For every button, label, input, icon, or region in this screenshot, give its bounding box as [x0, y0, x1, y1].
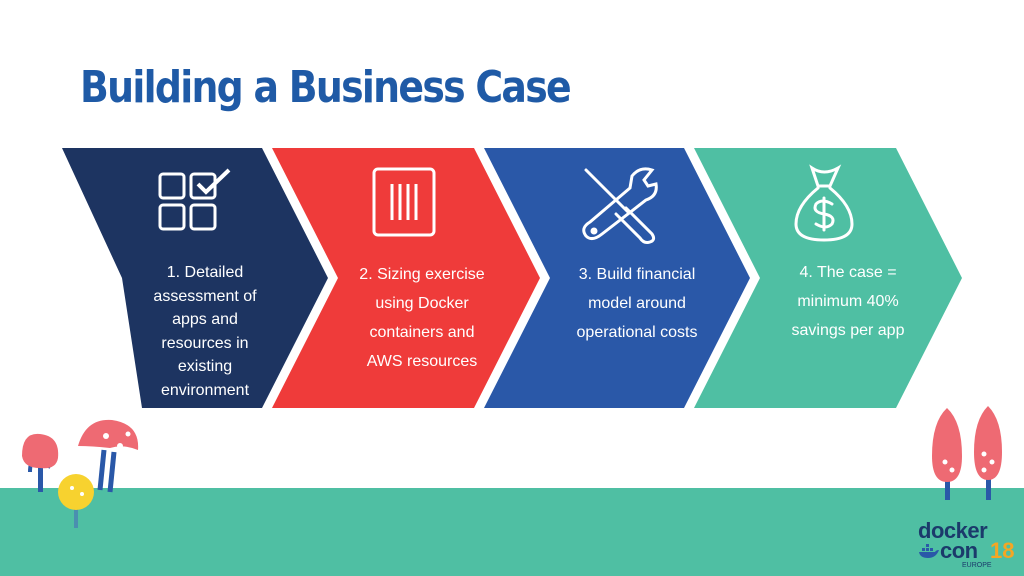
- dockercon-logo: docker con 18 EUROPE: [918, 518, 1018, 572]
- step-2-text: 2. Sizing exercise using Docker containe…: [340, 260, 504, 376]
- ground-strip: [0, 488, 1024, 576]
- step-3-text: 3. Build financial model around operatio…: [552, 260, 722, 347]
- mushroom-tree: [78, 419, 139, 493]
- step-1-line-4: resources in: [161, 334, 249, 352]
- slide-title: Building a Business Case: [80, 62, 572, 113]
- tree-right-2: [974, 406, 1002, 500]
- step-3-line-3: operational costs: [576, 324, 698, 341]
- logo-number: 18: [990, 538, 1015, 563]
- step-2-line-1: 2. Sizing exercise: [359, 266, 485, 283]
- step-3-line-2: model around: [588, 295, 686, 312]
- step-1-line-5: existing: [177, 358, 233, 375]
- chevron-step-3: [484, 148, 750, 408]
- step-1-line-1: 1. Detailed: [166, 264, 244, 281]
- step-1-line-6: environment: [160, 381, 250, 399]
- chevron-step-2: [272, 148, 540, 408]
- step-4-text: 4. The case = minimum 40% savings per ap…: [766, 258, 930, 345]
- yellow-ball-tree: [58, 474, 94, 528]
- money-bag-icon: [794, 164, 854, 242]
- step-1-line-2: assessment of: [153, 287, 257, 305]
- container-box-icon: [372, 167, 436, 237]
- step-2-line-2: using Docker: [375, 295, 469, 312]
- tree-left-small: [22, 433, 59, 492]
- step-2-line-4: AWS resources: [366, 353, 478, 370]
- logo-edition: EUROPE: [962, 562, 992, 569]
- step-4-line-1: 4. The case =: [799, 264, 897, 281]
- whale-icon: [919, 544, 939, 558]
- step-3-line-1: 3. Build financial: [578, 266, 696, 283]
- tree-right-1: [932, 408, 962, 500]
- chevron-step-1: [62, 148, 328, 408]
- logo-word-docker: docker: [918, 518, 988, 543]
- step-4-line-3: savings per app: [791, 322, 905, 339]
- step-1-text: 1. Detailed assessment of apps and resou…: [130, 261, 280, 402]
- checklist-grid-icon: [158, 168, 231, 231]
- logo-word-con: con: [940, 538, 978, 563]
- wrench-screwdriver-icon: [582, 167, 658, 244]
- chevron-step-4: [694, 148, 962, 408]
- step-1-line-3: apps and: [172, 311, 238, 328]
- step-2-line-3: containers and: [369, 324, 475, 341]
- step-4-line-2: minimum 40%: [797, 293, 899, 310]
